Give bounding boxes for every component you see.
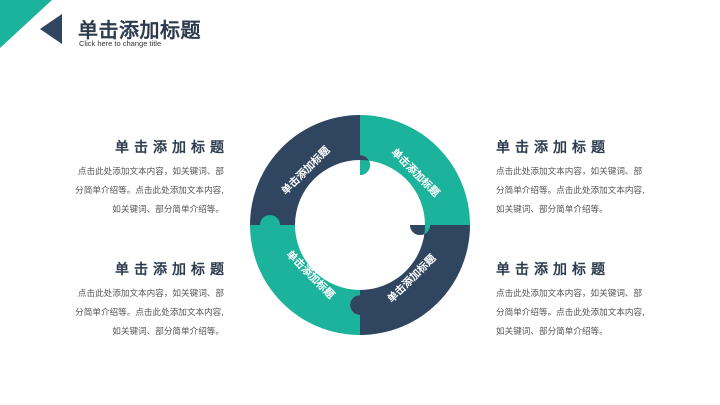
block-heading: 单击添加标题 [115,140,229,156]
block-line: 如关键词、部分简单介绍等。 [112,327,224,337]
block-line: 点击此处添加文本内容，如关键词、部 [496,289,643,299]
block-line: 点击此处添加文本内容，如关键词、部 [77,167,224,177]
text-block-bottom-left[interactable]: 单击添加标题 点击此处添加文本内容，如关键词、部 分简单介绍等。点击此处添加文本… [64,259,224,342]
puzzle-ring-diagram: 单击添加标题 单击添加标题 单击添加标题 单击添加标题 [250,115,470,335]
block-line: 分简单介绍等。点击此处添加文本内容, [75,186,224,196]
block-line: 如关键词、部分简单介绍等。 [496,205,608,215]
corner-navy-triangle [40,14,62,44]
block-line: 分简单介绍等。点击此处添加文本内容, [496,186,645,196]
block-heading: 单击添加标题 [496,262,610,278]
block-line: 分简单介绍等。点击此处添加文本内容, [496,308,645,318]
block-text: 点击此处添加文本内容，如关键词、部 分简单介绍等。点击此处添加文本内容, 如关键… [496,285,656,342]
block-line: 分简单介绍等。点击此处添加文本内容, [75,308,224,318]
block-heading: 单击添加标题 [496,140,610,156]
ring-segment-top-right[interactable] [360,115,470,235]
page-title[interactable]: 单击添加标题 [78,18,201,42]
block-line: 如关键词、部分简单介绍等。 [112,205,224,215]
corner-accent [0,0,62,48]
block-line: 点击此处添加文本内容，如关键词、部 [77,289,224,299]
block-text: 点击此处添加文本内容，如关键词、部 分简单介绍等。点击此处添加文本内容, 如关键… [496,163,656,220]
text-block-top-right[interactable]: 单击添加标题 点击此处添加文本内容，如关键词、部 分简单介绍等。点击此处添加文本… [496,137,656,220]
block-line: 如关键词、部分简单介绍等。 [496,327,608,337]
block-line: 点击此处添加文本内容，如关键词、部 [496,167,643,177]
text-block-bottom-right[interactable]: 单击添加标题 点击此处添加文本内容，如关键词、部 分简单介绍等。点击此处添加文本… [496,259,656,342]
ring-segment-bottom-left[interactable] [250,215,360,335]
block-text: 点击此处添加文本内容，如关键词、部 分简单介绍等。点击此处添加文本内容, 如关键… [64,163,224,220]
text-block-top-left[interactable]: 单击添加标题 点击此处添加文本内容，如关键词、部 分简单介绍等。点击此处添加文本… [64,137,224,220]
page-subtitle[interactable]: Click here to change title [79,39,162,48]
block-text: 点击此处添加文本内容，如关键词、部 分简单介绍等。点击此处添加文本内容, 如关键… [64,285,224,342]
block-heading: 单击添加标题 [115,262,229,278]
corner-teal-triangle [0,0,52,48]
ring-segment-top-left[interactable] [250,115,370,235]
ring-segment-bottom-right[interactable] [350,225,470,335]
